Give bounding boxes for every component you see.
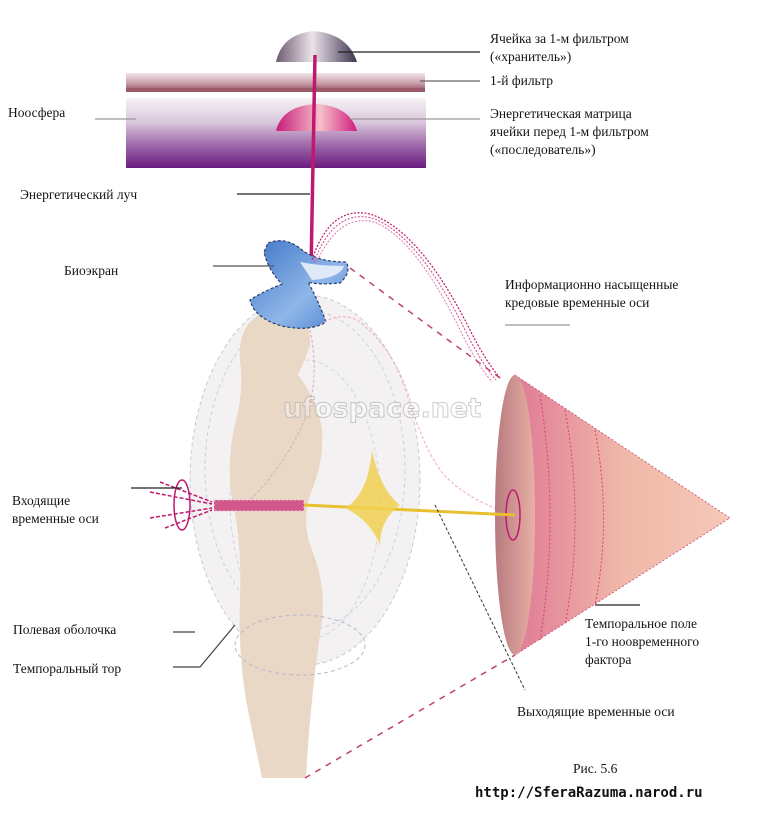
label-temporal-field: Темпоральное поле 1-го ноовременного фак… — [585, 615, 699, 669]
label-line: Входящие — [12, 493, 71, 508]
label-incoming-axes: Входящие временные оси — [12, 492, 99, 528]
label-outgoing-axes: Выходящие временные оси — [517, 704, 675, 719]
label-temporal-torus: Темпоральный тор — [13, 661, 122, 676]
label-line: фактора — [585, 652, 632, 667]
label-field-shell: Полевая оболочка — [13, 622, 117, 637]
first-filter-edge — [126, 88, 425, 92]
human-body-silhouette — [229, 309, 323, 778]
label-energy-matrix: Энергетическая матрица ячейки перед 1-м … — [490, 105, 649, 159]
outgoing-yellow-axis — [303, 450, 516, 545]
figure-caption: Рис. 5.6 — [573, 761, 618, 776]
label-cell-keeper: Ячейка за 1-м фильтром («хранитель») — [490, 30, 629, 66]
label-line: («хранитель») — [490, 49, 572, 64]
label-line: кредовые временные оси — [505, 295, 650, 310]
bioscreen — [249, 240, 349, 329]
label-line: временные оси — [12, 511, 99, 526]
outgoing-axes-leader — [434, 504, 526, 691]
label-line: Информационно насыщенные — [505, 277, 679, 292]
lower-tangent-dashed — [304, 654, 516, 779]
label-line: («последователь») — [490, 142, 596, 157]
energy-beam — [309, 54, 317, 271]
label-line: Темпоральное поле — [585, 616, 698, 631]
label-line: 1-го ноовременного — [585, 634, 700, 649]
label-noosphere: Ноосфера — [8, 105, 66, 120]
label-line: Энергетическая матрица — [490, 106, 632, 121]
watermark-text: ufospace.net — [282, 393, 482, 425]
cell-keeper-hemisphere — [276, 31, 357, 62]
energy-matrix-hemisphere — [276, 104, 357, 131]
label-energy-beam: Энергетический луч — [20, 187, 138, 202]
noosphere-layer — [126, 73, 426, 168]
leader-lines — [95, 51, 640, 668]
incoming-axes-bundle — [149, 479, 305, 531]
label-line: ячейки перед 1-м фильтром — [490, 124, 649, 139]
temporal-cone — [495, 374, 731, 656]
source-url[interactable]: http://SferaRazuma.narod.ru — [475, 785, 703, 801]
label-credo-axes: Информационно насыщенные кредовые времен… — [505, 276, 678, 312]
label-line: Ячейка за 1-м фильтром — [490, 31, 629, 46]
first-filter-band — [126, 73, 425, 91]
temporal-torus — [234, 614, 366, 676]
label-bioscreen: Биоэкран — [64, 263, 119, 278]
label-first-filter: 1-й фильтр — [490, 73, 554, 88]
credo-time-axes — [249, 212, 501, 511]
noosphere-band — [126, 98, 426, 168]
